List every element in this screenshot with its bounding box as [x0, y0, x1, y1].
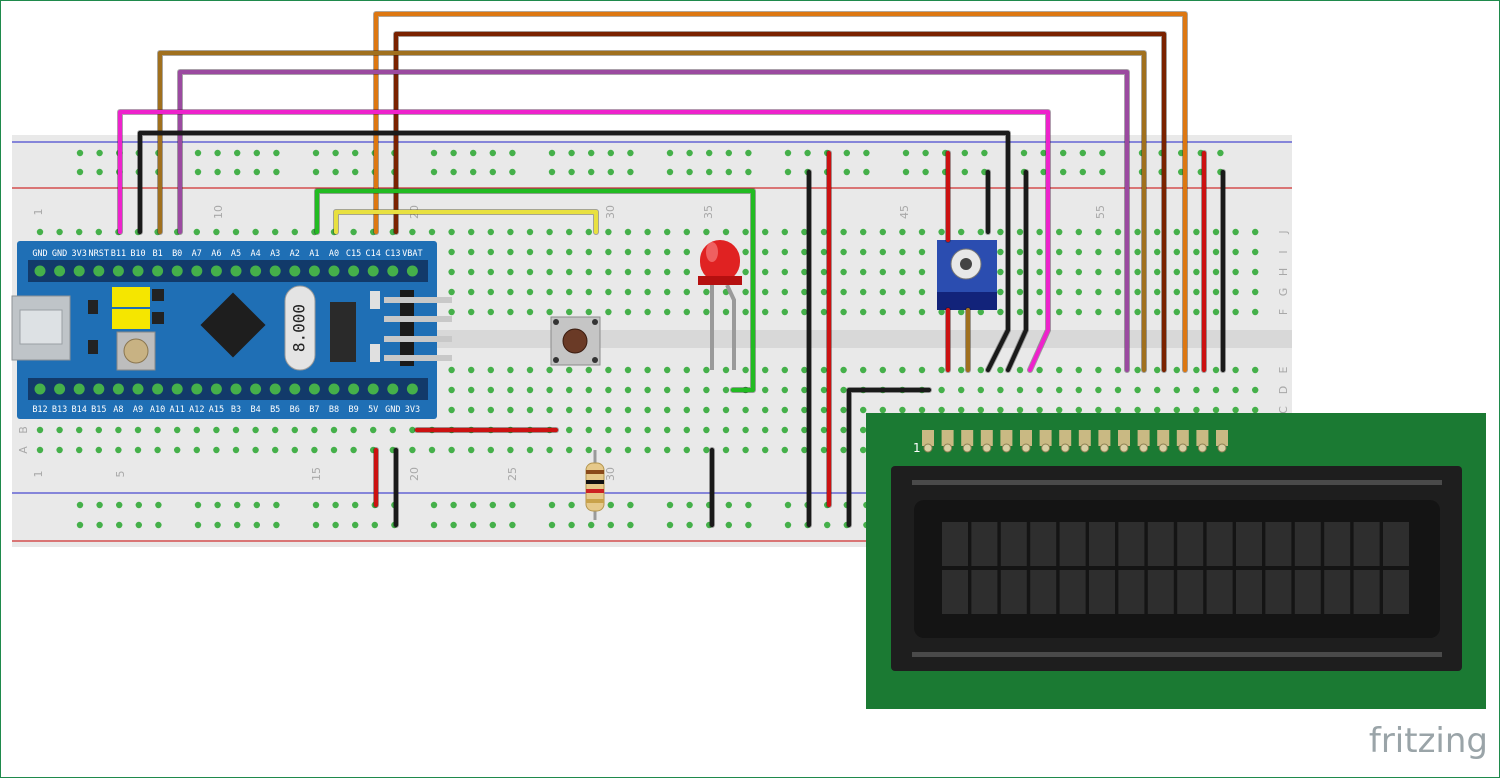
bottom-pin-label: GND: [385, 405, 400, 415]
column-number-top: 35: [702, 205, 715, 219]
potentiometer: [937, 240, 997, 310]
column-number-bottom: 25: [506, 467, 519, 481]
wire-green: [314, 188, 756, 393]
top-pin-label: A6: [211, 249, 221, 259]
row-letter-right: E: [1277, 366, 1290, 373]
top-pin-label: GND: [32, 249, 47, 259]
wire-brown-light: [157, 50, 1147, 373]
resistor: [585, 450, 605, 520]
bottom-pin-label: A10: [150, 405, 165, 415]
bottom-pin-label: B14: [72, 405, 87, 415]
bottom-pin-label: A8: [113, 405, 123, 415]
bottom-pin-label: B3: [231, 405, 241, 415]
wires: [117, 11, 1226, 528]
row-letter-left: A: [17, 446, 30, 454]
top-pin-label: B11: [111, 249, 126, 259]
boot-jumper-1: [112, 287, 150, 307]
lcd-header-pins: [922, 430, 1228, 453]
top-pin-label: A7: [192, 249, 202, 259]
bottom-pin-label: 3V3: [405, 405, 420, 415]
red-led: [698, 240, 742, 370]
bottom-pin-label: B15: [91, 405, 106, 415]
lcd-pin1-label: 1: [913, 441, 921, 455]
column-number-top: 45: [898, 205, 911, 219]
bottom-pin-label: B9: [348, 405, 358, 415]
wire-black-top: [137, 130, 1011, 373]
wire-pink: [117, 109, 1051, 373]
microcontroller-chip: [200, 292, 266, 358]
column-number-bottom: 1: [32, 471, 45, 478]
top-pin-label: B1: [152, 249, 162, 259]
bottom-pin-label: B5: [270, 405, 280, 415]
row-letter-right: H: [1277, 268, 1290, 276]
row-letter-right: C: [1277, 406, 1290, 414]
bottom-pin-label: A9: [133, 405, 143, 415]
bottom-pin-label: 5V: [368, 405, 378, 415]
column-number-top: 55: [1094, 205, 1107, 219]
top-pin-label: A2: [290, 249, 300, 259]
lcd-module: 1: [866, 413, 1486, 709]
column-number-bottom: 15: [310, 467, 323, 481]
row-letter-right: D: [1277, 386, 1290, 394]
top-pin-label: A1: [309, 249, 319, 259]
right-angle-header: [400, 290, 414, 366]
bottom-pin-label: B7: [309, 405, 319, 415]
crystal-oscillator: [284, 285, 316, 371]
top-pin-label: NRST: [89, 249, 109, 259]
bottom-pin-label: B13: [52, 405, 67, 415]
boot-jumper-2: [112, 309, 150, 329]
top-pin-label: B0: [172, 249, 182, 259]
top-pin-label: B10: [130, 249, 145, 259]
top-pin-label: VBAT: [402, 249, 422, 259]
column-number-bottom: 20: [408, 467, 421, 481]
bottom-pin-label: B4: [250, 405, 260, 415]
push-button: [550, 316, 601, 366]
column-number-top: 30: [604, 205, 617, 219]
column-number-top: 1: [32, 209, 45, 216]
top-pin-label: A3: [270, 249, 280, 259]
wire-orange: [373, 11, 1188, 373]
fritzing-watermark: fritzing: [1369, 721, 1488, 761]
top-pin-label: 3V3: [72, 249, 87, 259]
voltage-regulator: [330, 302, 356, 362]
top-pin-label: A0: [329, 249, 339, 259]
pin-header-top: [28, 260, 428, 282]
column-number-bottom: 5: [114, 471, 127, 478]
board-pin-holes: [34, 265, 418, 395]
bottom-pin-labels: B12 B13 B14 B15 A8 A9 A10 A11 A12 A15 B3 B4 B5 B6 B7 B8…: [32, 405, 420, 415]
bottom-pin-label: A15: [209, 405, 224, 415]
row-letter-left: B: [17, 426, 30, 434]
bottom-pin-label: B12: [32, 405, 47, 415]
column-number-bottom: 30: [604, 467, 617, 481]
row-letter-right: I: [1277, 250, 1290, 253]
crystal-label: 8.000: [290, 304, 309, 352]
top-pin-label: C14: [366, 249, 381, 259]
lcd-screen: [914, 500, 1440, 638]
row-letter-right: G: [1277, 288, 1290, 297]
wire-black-right: [1005, 169, 1029, 373]
top-pin-label: A4: [250, 249, 260, 259]
bottom-pin-label: A11: [170, 405, 185, 415]
lcd-character-grid: [942, 522, 1409, 614]
column-number-top: 10: [212, 205, 225, 219]
pin-header-bottom: [28, 378, 428, 400]
wire-black-lcd: [846, 387, 932, 528]
bottom-pin-label: B8: [329, 405, 339, 415]
bottom-pin-label: B6: [290, 405, 300, 415]
wire-purple: [177, 69, 1130, 373]
bottom-pin-label: A12: [189, 405, 204, 415]
wire-yellow: [333, 209, 599, 235]
row-letter-right: F: [1277, 309, 1290, 315]
top-pin-label: C13: [385, 249, 400, 259]
row-letter-right: J: [1277, 230, 1290, 234]
top-pin-label: A5: [231, 249, 241, 259]
top-pin-label: C15: [346, 249, 361, 259]
top-pin-label: GND: [52, 249, 67, 259]
